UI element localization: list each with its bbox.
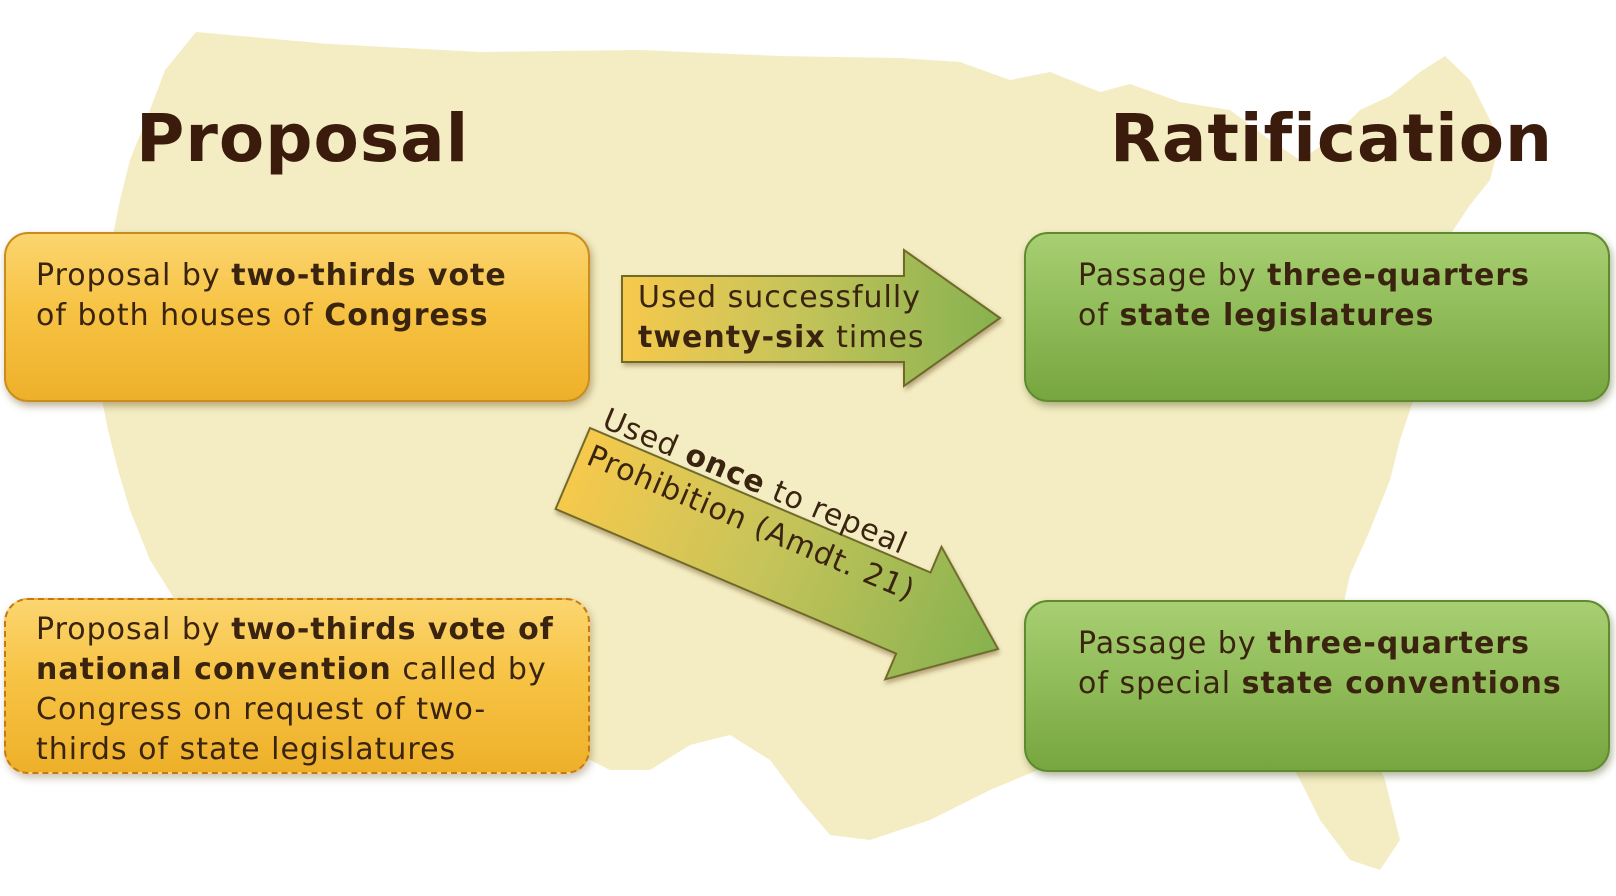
proposal-convention-bold: two-thirds vote of bbox=[231, 612, 554, 647]
arrow-straight bbox=[621, 248, 1002, 388]
proposal-convention-text-3: Congress on request of two- bbox=[36, 692, 487, 727]
proposal-convention-text: Proposal by bbox=[36, 612, 232, 647]
ratification-conventions-text-2: of special bbox=[1078, 666, 1242, 701]
proposal-convention-text-2: called by bbox=[391, 652, 547, 687]
proposal-heading: Proposal bbox=[136, 100, 470, 177]
arrow-straight-line-1: Used successfully bbox=[638, 280, 921, 315]
ratification-conventions-bold: three-quarters bbox=[1267, 626, 1530, 661]
proposal-congress-text: Proposal by bbox=[36, 258, 232, 293]
ratification-legislatures-text-2: of bbox=[1078, 298, 1120, 333]
arrow-straight-label: Used successfully twenty-six times bbox=[638, 278, 925, 358]
arrow-straight-bold: twenty-six bbox=[638, 320, 826, 355]
ratification-conventions-text: Passage by bbox=[1078, 626, 1268, 661]
proposal-convention-box: Proposal by two-thirds vote of national … bbox=[4, 598, 590, 774]
proposal-congress-bold: two-thirds vote bbox=[231, 258, 507, 293]
ratification-legislatures-text: Passage by bbox=[1078, 258, 1268, 293]
proposal-congress-box: Proposal by two-thirds vote of both hous… bbox=[4, 232, 590, 402]
proposal-congress-bold-2: Congress bbox=[324, 298, 489, 333]
ratification-legislatures-bold-2: state legislatures bbox=[1119, 298, 1435, 333]
proposal-congress-text-2: of both houses of bbox=[36, 298, 325, 333]
proposal-convention-bold-2: national convention bbox=[36, 652, 392, 687]
ratification-legislatures-box: Passage by three-quarters of state legis… bbox=[1024, 232, 1610, 402]
arrow-straight-line-2: times bbox=[825, 320, 925, 355]
ratification-heading: Ratification bbox=[1110, 100, 1554, 177]
ratification-conventions-box: Passage by three-quarters of special sta… bbox=[1024, 600, 1610, 772]
arrow-diagonal bbox=[554, 426, 1000, 681]
proposal-convention-text-4: thirds of state legislatures bbox=[36, 732, 457, 767]
ratification-conventions-bold-2: state conventions bbox=[1241, 666, 1562, 701]
ratification-legislatures-bold: three-quarters bbox=[1267, 258, 1530, 293]
